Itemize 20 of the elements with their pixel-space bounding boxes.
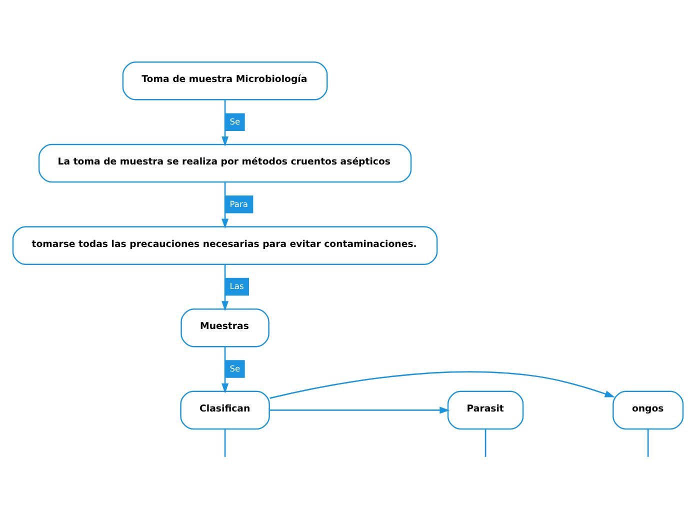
edge-label: Se (230, 116, 240, 127)
edge-label: Las (230, 281, 244, 292)
node-box: tomarse todas las precauciones necesarias para evitar contaminaciones. (12, 226, 438, 265)
connector (647, 429, 649, 457)
node-box: La toma de muestra se realiza por métodos cruentos asépticos (38, 144, 412, 183)
arrow (222, 264, 229, 312)
arrow (222, 100, 229, 146)
connector (224, 429, 226, 457)
edge-label: Para (230, 198, 248, 209)
arrow (270, 406, 450, 414)
connector (484, 429, 486, 457)
node-box: Toma de muestra Microbiología (122, 62, 328, 100)
arrow (222, 346, 229, 394)
node-box: Parasit (447, 390, 524, 430)
node-box: Clasifican (180, 390, 270, 430)
node-box: Muestras (180, 308, 270, 348)
edge-label: Se (230, 364, 240, 374)
arrow (222, 182, 229, 229)
arrow (270, 371, 615, 399)
node-box: ongos (612, 390, 684, 430)
